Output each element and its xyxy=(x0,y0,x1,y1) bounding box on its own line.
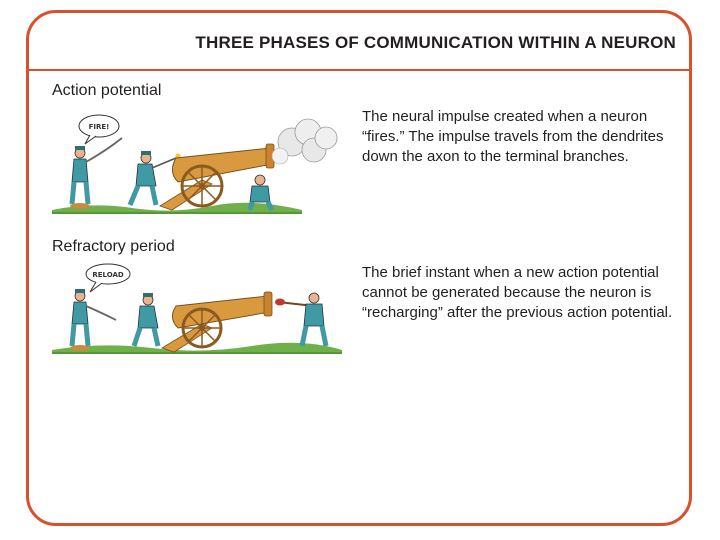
phase-label-refractory-period: Refractory period xyxy=(52,238,175,255)
title-divider xyxy=(29,69,689,71)
cannon xyxy=(161,291,273,353)
cannon-firing-illustration: FIRE! xyxy=(52,114,338,214)
cannon-reloading-illustration: RELOAD xyxy=(52,263,342,354)
gunner-soldier xyxy=(127,151,181,206)
figure-panel xyxy=(26,10,692,526)
commander-soldier xyxy=(69,137,123,209)
phase-description-action-potential: The neural impulse created when a neuron… xyxy=(362,108,664,165)
speech-bubble-text: FIRE! xyxy=(89,123,110,131)
speech-bubble-reload: RELOAD xyxy=(85,263,131,293)
figure-title: THREE PHASES OF COMMUNICATION WITHIN A N… xyxy=(195,33,676,52)
grass-ground xyxy=(52,342,342,354)
commander-soldier xyxy=(69,289,117,351)
cannon xyxy=(159,143,275,211)
phase-label-action-potential: Action potential xyxy=(52,82,162,99)
ramrod-soldier xyxy=(275,292,329,347)
speech-bubble-text: RELOAD xyxy=(92,271,124,279)
cannon-smoke xyxy=(271,118,338,165)
grass-ground xyxy=(52,202,302,214)
crouching-soldier xyxy=(247,174,275,212)
gunner-soldier xyxy=(131,293,161,347)
speech-bubble-fire: FIRE! xyxy=(78,114,120,145)
phase-description-refractory-period: The brief instant when a new action pote… xyxy=(362,264,673,321)
